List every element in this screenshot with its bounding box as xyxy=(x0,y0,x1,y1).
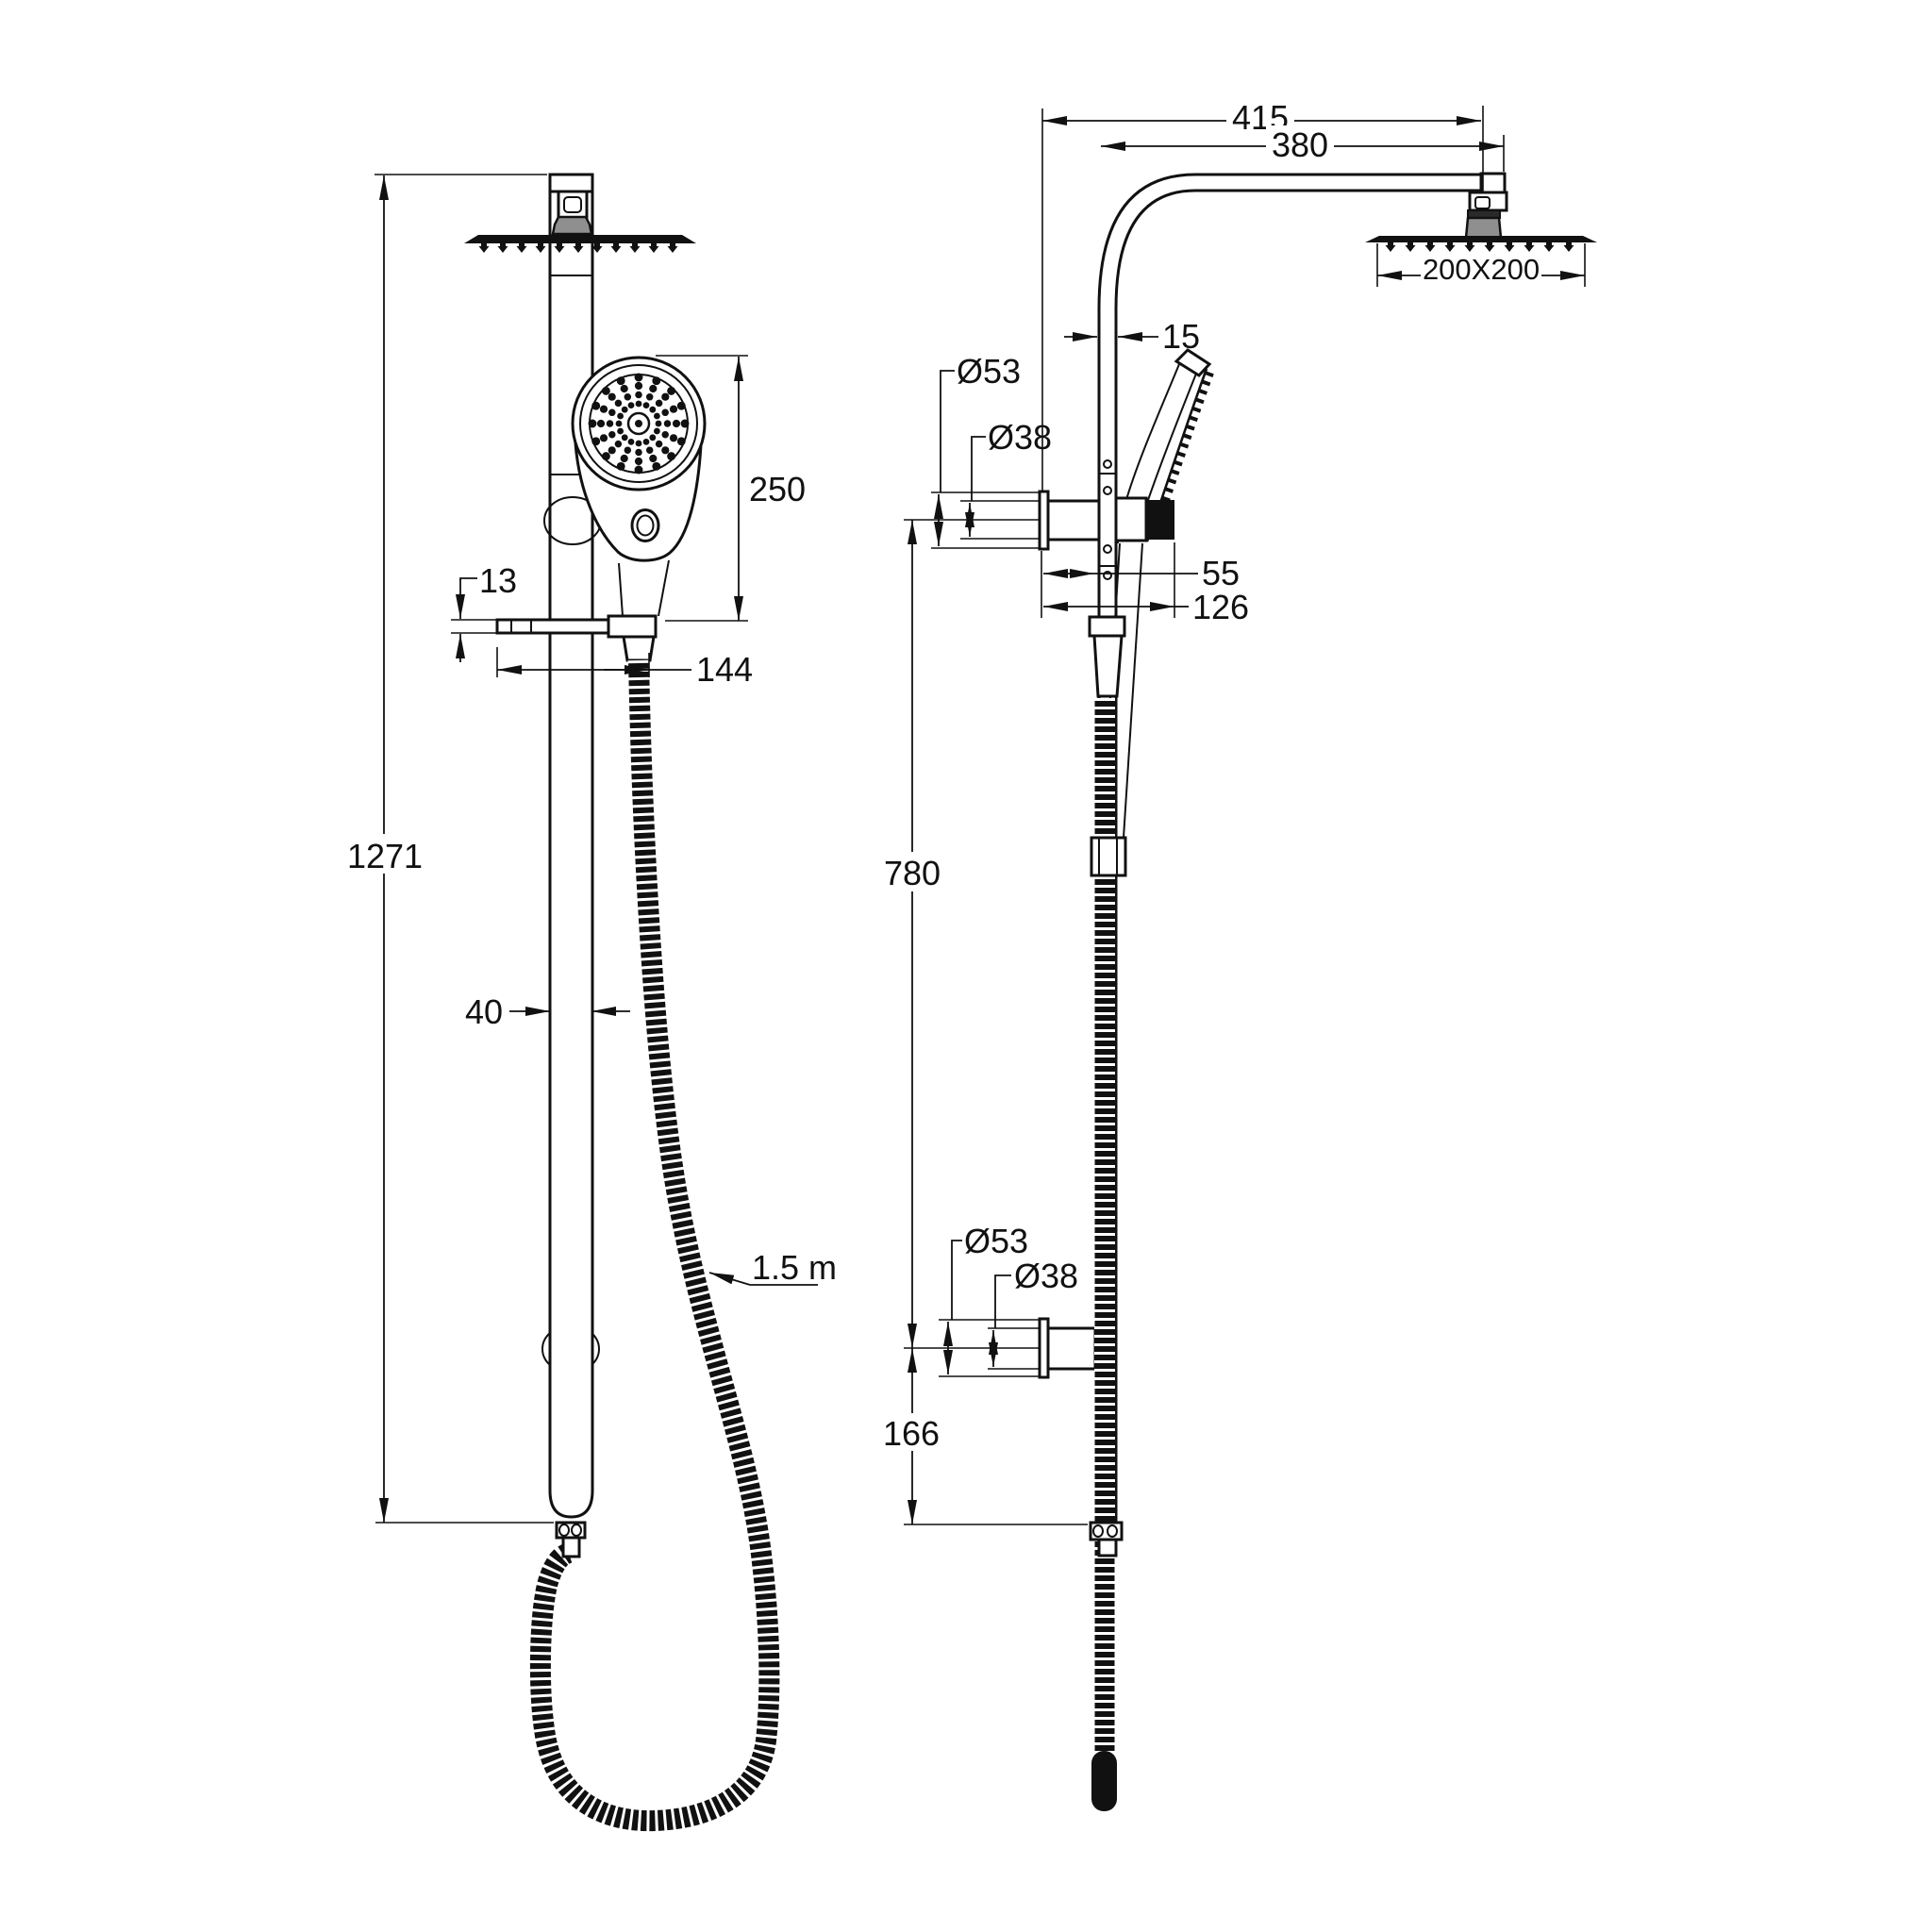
screw-dot xyxy=(1103,459,1112,469)
hose-nut-detail-side xyxy=(1107,1524,1118,1538)
handle-hose-connector xyxy=(622,635,656,662)
upper-wall-bracket xyxy=(1038,490,1104,551)
dim-wall-to-holder-label: 126 xyxy=(1192,588,1249,626)
overhead-shower-head-side xyxy=(1365,236,1597,242)
front-head-nozzles xyxy=(478,243,678,253)
hose-loop-end-side xyxy=(1091,1751,1117,1811)
shower-column-front xyxy=(548,190,594,1519)
dim-rail-length-label: 144 xyxy=(696,650,753,689)
front-view: 1271 250 13 144 40 xyxy=(347,173,837,1832)
dim-lower-flange-dia-label: Ø53 xyxy=(964,1222,1028,1260)
mode-button-outer xyxy=(630,508,660,542)
riser-pipe-and-arm xyxy=(1097,173,1506,1549)
screw-dot xyxy=(1103,486,1112,495)
head-swivel-detail xyxy=(563,196,582,213)
side-dimensions: 415 380 200X200 15 Ø53 xyxy=(874,98,1586,1525)
side-head-nozzles xyxy=(1385,242,1574,252)
handle-edge xyxy=(658,559,670,617)
wand-top-cap xyxy=(1174,348,1212,377)
dim-upper-flange-dia-label: Ø53 xyxy=(957,352,1021,391)
rail-slider-side xyxy=(1088,615,1126,638)
front-dimensions: 1271 250 13 144 40 xyxy=(347,174,837,1524)
handle-hose-connector-side xyxy=(1090,836,1127,877)
dim-upper-pipe-dia-label: Ø38 xyxy=(988,418,1052,457)
screw-dot xyxy=(1103,544,1112,554)
slider-taper-side xyxy=(1092,634,1124,698)
handset-holder-block xyxy=(1146,500,1174,540)
dim-rail-thickness-label: 13 xyxy=(479,561,517,600)
dim-column-depth-label: 15 xyxy=(1162,317,1200,356)
dim-bracket-spacing-label: 780 xyxy=(884,854,941,892)
dim-handshower-length-label: 250 xyxy=(749,470,806,508)
dim-column-width-label: 40 xyxy=(465,992,503,1031)
dim-bottom-offset-label: 166 xyxy=(883,1414,940,1453)
hose-coil-texture xyxy=(529,659,780,1832)
handset-holder-arm xyxy=(1114,496,1148,542)
hose-nut-detail xyxy=(558,1524,570,1537)
head-connector-collar xyxy=(551,215,593,236)
overhead-shower-head-front xyxy=(464,235,696,243)
shower-hose-front xyxy=(529,659,780,1832)
hand-shower-front xyxy=(571,356,707,617)
rail-slider xyxy=(607,614,658,639)
hose-nut-detail-side xyxy=(1092,1524,1104,1538)
spray-dots xyxy=(588,373,690,475)
screw-dot xyxy=(1103,571,1112,580)
handshower-inner-rim xyxy=(579,364,698,483)
side-view: 415 380 200X200 15 Ø53 xyxy=(874,98,1597,1811)
dim-arm-reach-label: 380 xyxy=(1272,125,1328,164)
lower-wall-bracket xyxy=(1038,1317,1097,1379)
handle-edge xyxy=(618,562,624,617)
head-connector-collar-side xyxy=(1464,216,1503,240)
column-top-cap xyxy=(548,173,594,193)
slide-rail xyxy=(495,614,658,662)
hose-nut-detail xyxy=(571,1524,582,1537)
mode-button-inner xyxy=(636,514,655,537)
arm-end-block xyxy=(1479,172,1507,194)
dim-total-height-label: 1271 xyxy=(347,837,423,875)
head-swivel-housing xyxy=(557,190,589,220)
dim-head-size-label: 200X200 xyxy=(1423,253,1540,286)
dim-hose-length-label: 1.5 m xyxy=(752,1248,837,1287)
dim-lower-pipe-dia-label: Ø38 xyxy=(1014,1257,1078,1295)
hose-nut-stem-side xyxy=(1097,1538,1118,1557)
upper-bracket-arm xyxy=(1046,499,1104,541)
hose-nut-stem xyxy=(561,1536,581,1558)
handle-edge-side xyxy=(1123,542,1143,839)
head-swivel-detail-side xyxy=(1474,196,1491,209)
dim-wall-to-column-label: 55 xyxy=(1202,554,1240,592)
lower-bracket-arm xyxy=(1046,1326,1097,1371)
